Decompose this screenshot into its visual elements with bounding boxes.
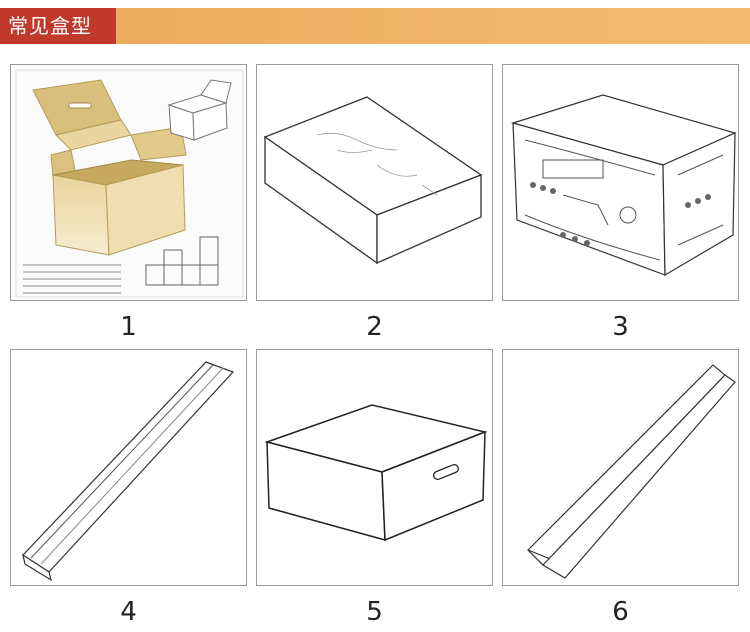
triangular-long-box-icon <box>527 364 736 579</box>
printed-carton-sketch-icon <box>510 94 737 277</box>
box-type-card-1[interactable] <box>10 64 247 301</box>
box-type-number: 4 <box>120 597 137 627</box>
box-type-number: 2 <box>366 312 383 342</box>
long-tube-box-icon <box>22 361 235 582</box>
box-type-number: 1 <box>120 312 137 342</box>
box-type-number: 5 <box>366 597 383 627</box>
box-type-card-6[interactable] <box>502 349 739 586</box>
box-type-card-4[interactable] <box>10 349 247 586</box>
handle-box-icon <box>264 404 488 542</box>
box-type-card-3[interactable] <box>502 64 739 301</box>
flat-box-sketch-icon <box>263 96 483 265</box>
box-type-card-2[interactable] <box>256 64 493 301</box>
box-type-number: 6 <box>612 597 629 627</box>
section-title: 常见盒型 <box>0 8 116 44</box>
box-type-card-5[interactable] <box>256 349 493 586</box>
box-type-number: 3 <box>612 312 629 342</box>
section-header-bar: 常见盒型 <box>0 8 750 44</box>
rse-box-with-dieline-icon <box>15 69 244 298</box>
